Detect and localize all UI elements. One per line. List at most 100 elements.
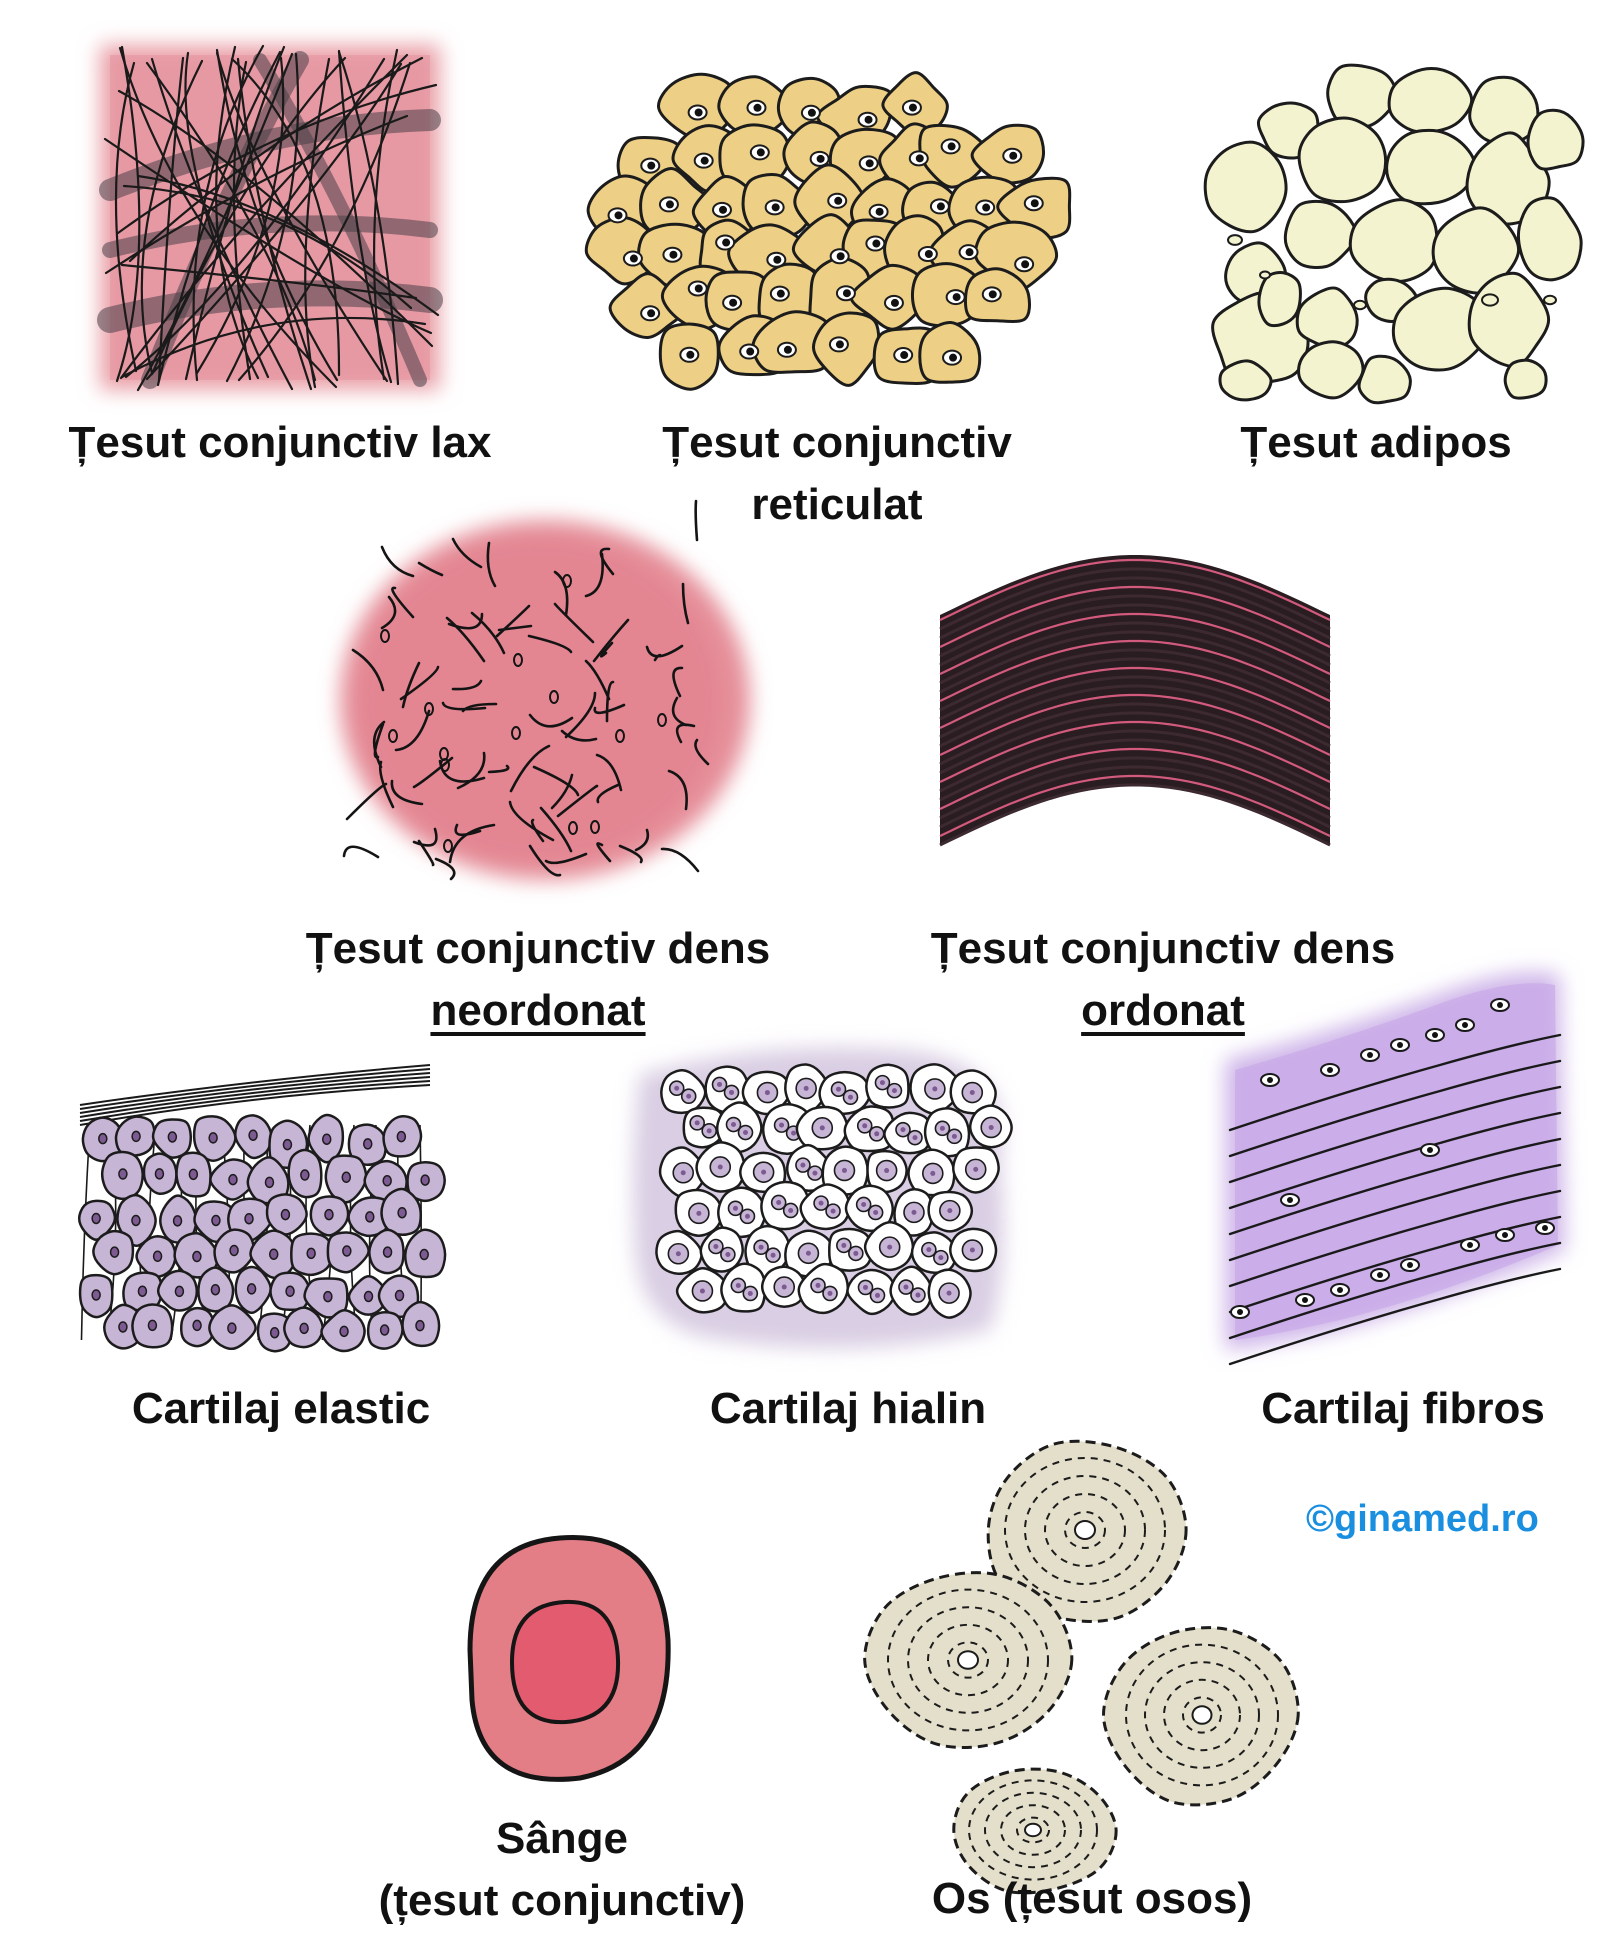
fiber — [660, 847, 700, 873]
nucleus — [363, 1290, 374, 1303]
fiber — [372, 720, 386, 769]
label-line: Cartilaj elastic — [131, 1384, 431, 1433]
nucleus — [154, 1168, 165, 1180]
fiber — [470, 611, 506, 655]
collagen-fiber — [939, 585, 1331, 648]
fiber — [445, 616, 486, 663]
fiber — [645, 644, 684, 658]
fiber — [145, 61, 317, 382]
nucleus — [228, 1173, 238, 1186]
collagen-fiber — [1228, 1033, 1562, 1132]
fiber — [553, 570, 569, 617]
nucleus — [665, 200, 674, 209]
nucleus — [924, 249, 933, 258]
collagen-fiber — [939, 675, 1331, 739]
label-line: reticulat — [751, 480, 923, 529]
fiber — [528, 844, 562, 877]
collagen-fiber — [939, 558, 1331, 621]
nucleus — [729, 1089, 735, 1095]
collagen-fiber — [1228, 1137, 1562, 1236]
nucleus — [718, 205, 727, 214]
nucleus — [1542, 1225, 1548, 1231]
fiber — [117, 89, 434, 348]
nucleus — [1237, 1309, 1243, 1315]
fiber — [215, 48, 339, 382]
fiber — [390, 779, 424, 806]
nucleus — [729, 298, 738, 307]
nucleus — [321, 1133, 332, 1145]
lamella — [1163, 1678, 1241, 1752]
nucleus — [949, 353, 958, 362]
nucleus — [717, 1164, 723, 1170]
fiber — [497, 624, 533, 632]
nucleus — [208, 1132, 218, 1144]
fat-cell — [1203, 140, 1288, 234]
nucleus — [932, 1086, 938, 1092]
nucleus — [779, 1122, 785, 1128]
nucleus — [264, 1176, 275, 1189]
lamella — [984, 1791, 1082, 1869]
nucleus — [887, 1244, 893, 1250]
fiber — [486, 541, 497, 588]
nucleus — [1009, 151, 1018, 160]
fiber — [417, 561, 444, 577]
nucleus — [969, 1090, 975, 1096]
fat-cell — [1468, 75, 1540, 146]
label-sange: Sânge(țesut conjunctiv) — [379, 1808, 746, 1932]
nucleus — [147, 1319, 158, 1332]
fibroblast — [380, 629, 390, 643]
collagen-fiber — [939, 612, 1331, 675]
nucleus — [342, 1245, 352, 1257]
fiber — [681, 582, 690, 625]
nucleus — [853, 1250, 859, 1256]
fiber — [593, 703, 626, 715]
nucleus — [396, 1130, 407, 1143]
fat-cell — [1297, 340, 1365, 400]
nucleus — [210, 1283, 221, 1296]
nucleus — [753, 103, 762, 112]
fat-cell — [1387, 67, 1474, 134]
collagen-fiber — [939, 576, 1331, 640]
collagen-fiber — [1228, 1267, 1562, 1366]
label-cartilaj-fibros: Cartilaj fibros — [1261, 1378, 1545, 1440]
fiber — [528, 713, 574, 728]
nucleus — [248, 1129, 258, 1141]
lamella — [907, 1606, 1029, 1714]
nucleus — [420, 1174, 430, 1186]
nucleus — [282, 1138, 293, 1151]
collagen-fiber — [939, 693, 1331, 756]
label-line: Țesut adipos — [1240, 418, 1512, 467]
nucleus — [174, 1285, 185, 1298]
collagen-fiber — [939, 639, 1331, 702]
fiber — [451, 679, 483, 691]
collagen-fiber — [939, 765, 1331, 829]
fiber — [195, 56, 285, 375]
fiber — [605, 680, 615, 723]
fiber — [150, 56, 347, 376]
lamella — [1144, 1661, 1260, 1769]
fat-cell — [1218, 359, 1273, 402]
fibroblast — [568, 821, 578, 835]
label-cartilaj-hialin: Cartilaj hialin — [710, 1378, 986, 1440]
lamella — [1024, 1475, 1146, 1585]
fiber — [412, 827, 438, 847]
fiber — [487, 764, 510, 774]
nucleus — [172, 1215, 183, 1227]
fiber — [150, 57, 294, 391]
nucleus — [246, 1283, 257, 1295]
fibroblast — [439, 747, 449, 761]
nucleus — [803, 1085, 809, 1091]
lamella — [1004, 1457, 1166, 1603]
nucleus — [680, 1170, 686, 1176]
fat-cell — [1503, 358, 1548, 400]
fiber — [215, 51, 389, 383]
nucleus — [300, 1169, 310, 1181]
nucleus — [725, 1252, 731, 1258]
fat-cell — [1283, 199, 1358, 270]
perichondrium-fiber — [79, 1064, 431, 1106]
nucleus — [1432, 1032, 1438, 1038]
fiber — [417, 839, 435, 867]
nucleus — [706, 1128, 712, 1134]
collagen-fiber — [939, 657, 1331, 721]
collagen-fiber — [939, 747, 1331, 810]
